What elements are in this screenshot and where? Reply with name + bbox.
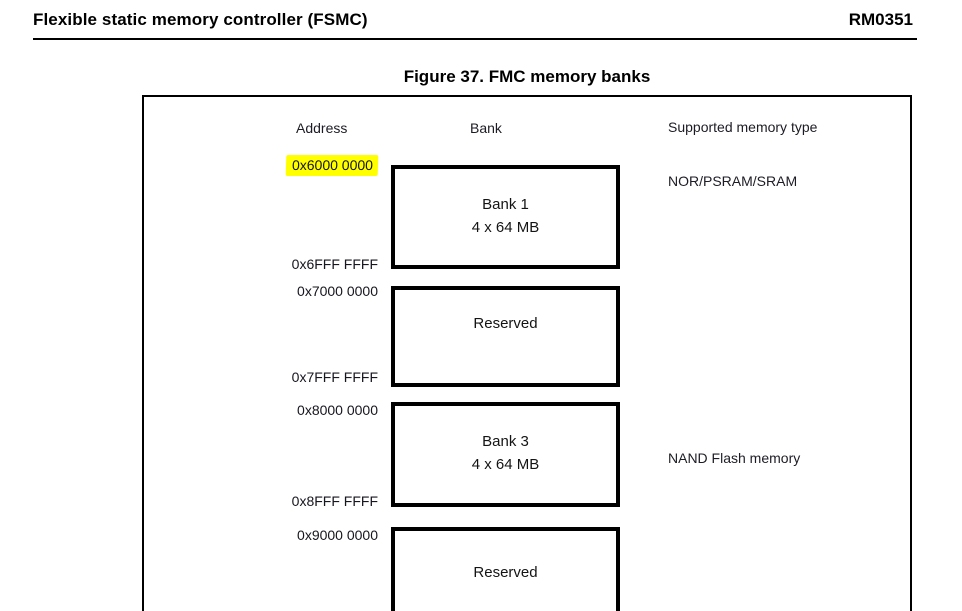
- reserved2-start-address: 0x9000 0000: [297, 527, 378, 543]
- bank1-end-address: 0x6FFF FFFF: [291, 256, 378, 272]
- reserved1-box: Reserved: [391, 286, 620, 387]
- bank-name: Reserved: [473, 564, 538, 581]
- reserved2-box: Reserved: [391, 527, 620, 611]
- reserved1-end-address: 0x7FFF FFFF: [291, 369, 378, 385]
- column-header-address: Address: [296, 120, 348, 136]
- bank3-end-address: 0x8FFF FFFF: [291, 493, 378, 509]
- bank-label: Bank 3 4 x 64 MB: [395, 430, 616, 476]
- highlight-marker: 0x6000 0000: [285, 155, 379, 176]
- figure-title: Figure 37. FMC memory banks: [403, 67, 651, 86]
- bank3-box: Bank 3 4 x 64 MB: [391, 402, 620, 507]
- bank-name: Reserved: [473, 315, 538, 332]
- bank1-box: Bank 1 4 x 64 MB: [391, 165, 620, 269]
- running-header-title: Flexible static memory controller (FSMC): [33, 10, 368, 29]
- bank-size: 4 x 64 MB: [471, 219, 540, 236]
- bank-name: Bank 1: [482, 196, 529, 213]
- bank-label: Bank 1 4 x 64 MB: [395, 193, 616, 239]
- bank-label: Reserved: [395, 561, 616, 584]
- bank1-start-address: 0x6000 0000: [230, 155, 379, 176]
- reserved1-start-address: 0x7000 0000: [297, 283, 378, 299]
- memory-type-nor-psram-sram: NOR/PSRAM/SRAM: [668, 173, 798, 189]
- memory-type-nand-flash: NAND Flash memory: [668, 450, 801, 466]
- bank3-start-address: 0x8000 0000: [297, 402, 378, 418]
- column-header-bank: Bank: [470, 120, 502, 136]
- bank-name: Bank 3: [482, 433, 529, 450]
- running-header-doc-id: RM0351: [848, 10, 913, 29]
- bank-size: 4 x 64 MB: [471, 456, 540, 473]
- column-header-memory-type: Supported memory type: [668, 119, 818, 135]
- figure-frame: [142, 95, 912, 611]
- bank-label: Reserved: [395, 312, 616, 335]
- header-rule: [33, 38, 917, 40]
